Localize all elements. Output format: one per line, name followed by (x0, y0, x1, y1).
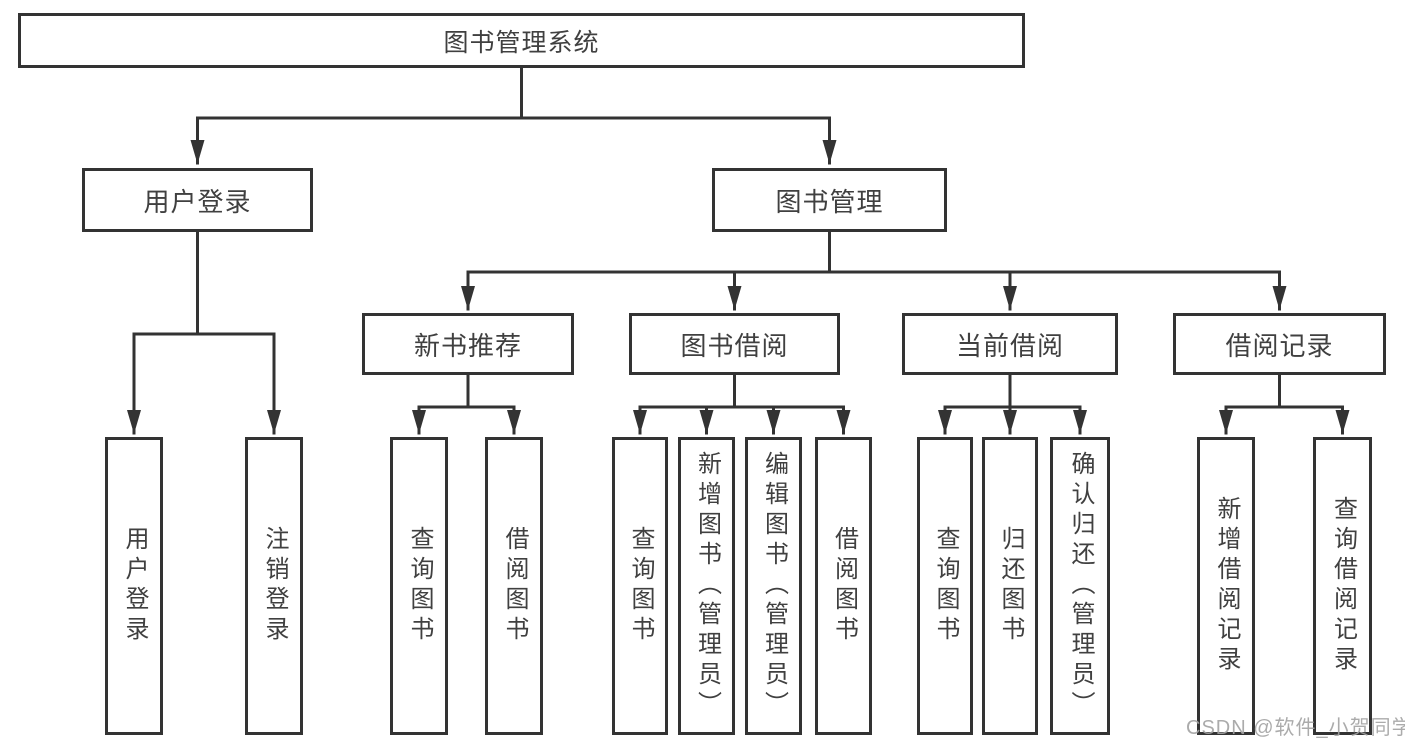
leaf-current-confirm-return-admin: 确认归还（管理员） (1050, 437, 1110, 735)
node-borrow-records: 借阅记录 (1173, 313, 1386, 375)
edges-current-borrow-to-leaves (938, 373, 1087, 435)
leaf-borrow-query-books: 查询图书 (612, 437, 668, 735)
node-new-book-recommend-label: 新书推荐 (413, 330, 522, 361)
edges-new-book-recommend-to-leaves (412, 373, 521, 435)
leaf-current-query-books: 查询图书 (917, 437, 973, 735)
leaf-borrow-add-books-admin: 新增图书（管理员） (678, 437, 735, 735)
node-root-library-system: 图书管理系统 (18, 13, 1025, 68)
leaf-recommend-borrow-books: 借阅图书 (485, 437, 543, 735)
node-user-login: 用户登录 (82, 168, 313, 232)
leaf-current-return-books: 归还图书 (982, 437, 1038, 735)
edges-user-login-to-leaves (127, 230, 281, 435)
node-root-label: 图书管理系统 (443, 28, 600, 57)
node-current-borrow: 当前借阅 (902, 313, 1118, 375)
node-book-management: 图书管理 (712, 168, 947, 232)
csdn-watermark: CSDN @软件_小贺同学 (1186, 717, 1405, 739)
node-book-borrow-label: 图书借阅 (680, 330, 789, 361)
node-book-borrow: 图书借阅 (629, 313, 840, 375)
leaf-borrow-borrow-books: 借阅图书 (815, 437, 872, 735)
edges-book-management-to-level3 (461, 230, 1287, 311)
node-new-book-recommend: 新书推荐 (362, 313, 574, 375)
node-user-login-label: 用户登录 (143, 186, 252, 217)
leaf-borrow-edit-books-admin: 编辑图书（管理员） (745, 437, 802, 735)
leaf-records-add-record: 新增借阅记录 (1197, 437, 1255, 735)
node-current-borrow-label: 当前借阅 (955, 330, 1064, 361)
leaf-logout: 注销登录 (245, 437, 303, 735)
node-book-management-label: 图书管理 (775, 186, 884, 217)
leaf-recommend-query-books: 查询图书 (390, 437, 448, 735)
edges-book-borrow-to-leaves (633, 373, 851, 435)
node-borrow-records-label: 借阅记录 (1225, 330, 1334, 361)
leaf-user-login: 用户登录 (105, 437, 163, 735)
edges-root-to-level2 (190, 66, 837, 165)
leaf-records-query-record: 查询借阅记录 (1313, 437, 1372, 735)
edges-borrow-records-to-leaves (1219, 373, 1350, 435)
